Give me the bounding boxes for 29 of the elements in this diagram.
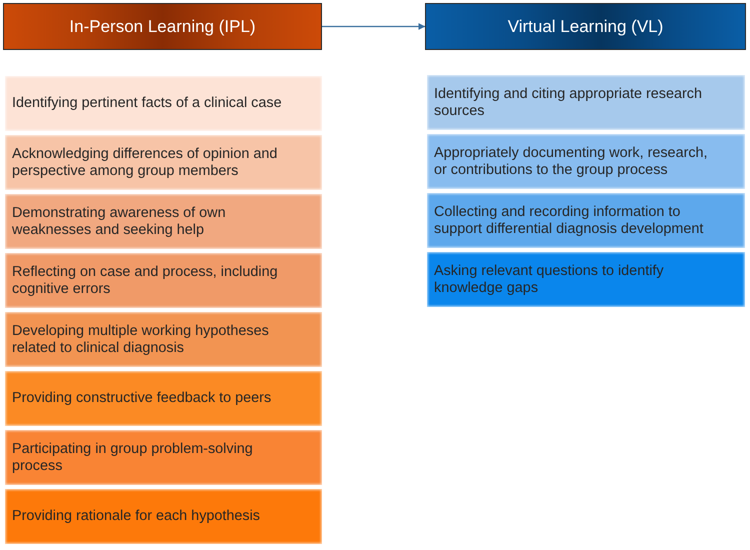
competency-text: Appropriately documenting work, research, or contributions to the group process <box>434 144 709 178</box>
competency-text: Providing rationale for each hypothesis <box>12 508 260 525</box>
competency-text: Reflecting on case and process, including cognitive errors <box>12 264 279 298</box>
competency-box <box>5 489 322 544</box>
arrow <box>322 23 426 30</box>
competency-text: Acknowledging differences of opinion and perspective among group members <box>12 146 278 180</box>
competency-box <box>5 371 322 426</box>
competency-box <box>5 194 322 249</box>
competency-box <box>5 76 322 131</box>
competency-box <box>427 252 745 307</box>
competency-text: Demonstrating awareness of own weaknesses and seeking help <box>12 204 227 238</box>
heading-text: Virtual Learning (VL) <box>508 16 664 36</box>
competency-text: Participating in group problem-solving process <box>12 440 254 474</box>
competency-text: Providing constructive feedback to peers <box>12 390 272 407</box>
competency-box <box>5 135 322 190</box>
competency-box <box>5 253 322 308</box>
heading-box <box>425 3 746 50</box>
competency-text: Identifying pertinent facts of a clinical case <box>12 95 282 112</box>
competency-text: Asking relevant questions to identify knowledge gaps <box>434 262 665 296</box>
competency-text: Identifying and citing appropriate research sources <box>434 86 703 120</box>
competency-box <box>427 193 745 248</box>
competency-text: Developing multiple working hypotheses related to clinical diagnosis <box>12 322 270 356</box>
competency-text: Collecting and recording information to support differential diagnosis development <box>434 204 704 238</box>
competency-box <box>5 312 322 367</box>
heading-box <box>3 3 322 50</box>
competency-box <box>427 75 745 130</box>
competency-box <box>5 430 322 485</box>
heading-text: In-Person Learning (IPL) <box>69 16 256 36</box>
competency-box <box>427 134 745 189</box>
